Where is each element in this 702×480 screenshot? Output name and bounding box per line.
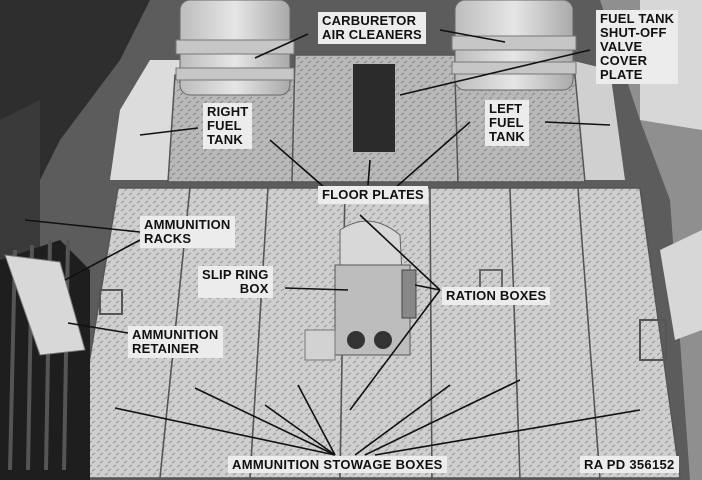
label-ammunition-stowage-boxes: AMMUNITION STOWAGE BOXES <box>228 456 447 473</box>
label-line: BOX <box>239 281 269 296</box>
label-floor-plates: FLOOR PLATES <box>318 186 428 204</box>
label-line: SHUT-OFF <box>600 25 667 40</box>
label-line: RIGHT <box>207 104 249 119</box>
label-carburetor-air-cleaners: CARBURETOR AIR CLEANERS <box>318 12 426 44</box>
label-fuel-tank-shutoff-valve-cover-plate: FUEL TANK SHUT-OFF VALVE COVER PLATE <box>596 10 679 84</box>
label-right-fuel-tank: RIGHT FUEL TANK <box>203 103 253 149</box>
label-line: RACKS <box>144 231 192 246</box>
label-line: AMMUNITION <box>144 217 231 232</box>
label-line: FUEL <box>207 118 242 133</box>
label-ammunition-retainer: AMMUNITION RETAINER <box>128 326 223 358</box>
label-line: FUEL <box>489 115 524 130</box>
leader-lines <box>24 29 641 456</box>
label-ration-boxes: RATION BOXES <box>442 287 551 305</box>
label-line: COVER <box>600 53 648 68</box>
figure-reference-number: RA PD 356152 <box>580 456 679 473</box>
label-line: FUEL TANK <box>600 11 675 26</box>
label-line: RETAINER <box>132 341 200 356</box>
label-line: CARBURETOR <box>322 13 417 28</box>
label-line: AIR CLEANERS <box>322 27 422 42</box>
label-line: VALVE <box>600 39 643 54</box>
label-line: LEFT <box>489 101 523 116</box>
label-line: SLIP RING <box>202 267 269 282</box>
label-ammunition-racks: AMMUNITION RACKS <box>140 216 235 248</box>
label-line: PLATE <box>600 67 643 82</box>
label-slip-ring-box: SLIP RING BOX <box>198 266 273 298</box>
label-line: AMMUNITION <box>132 327 219 342</box>
label-line: TANK <box>207 132 243 147</box>
label-left-fuel-tank: LEFT FUEL TANK <box>485 100 529 146</box>
label-line: TANK <box>489 129 525 144</box>
